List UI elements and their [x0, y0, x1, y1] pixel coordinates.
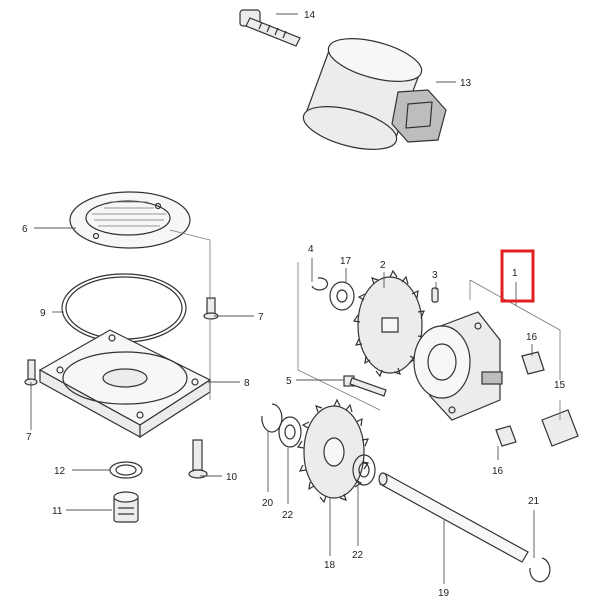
callout-11: 11 — [52, 506, 63, 517]
callout-12: 12 — [54, 466, 66, 477]
thrust-washer — [329, 281, 355, 311]
callout-13: 13 — [460, 78, 472, 89]
callout-7-lower: 7 — [26, 432, 32, 443]
pump-mount-bolt — [343, 375, 387, 397]
stud-bolt — [239, 9, 301, 47]
drain-plug — [113, 491, 139, 523]
leader-lines — [30, 13, 535, 584]
dowel-pin — [431, 287, 439, 303]
callout-19: 19 — [438, 588, 450, 599]
callout-22-left: 22 — [282, 510, 294, 521]
circlip-small — [311, 277, 329, 291]
callout-16-lower: 16 — [492, 466, 504, 477]
highlight-box-part-1 — [500, 249, 535, 303]
callout-4: 4 — [308, 244, 314, 255]
drain-bolt — [188, 439, 208, 479]
callout-6: 6 — [22, 224, 28, 235]
pump-sleeve — [541, 409, 579, 447]
drain-washer — [109, 461, 143, 479]
callout-21: 21 — [528, 496, 540, 507]
oil-filter — [302, 38, 447, 150]
o-ring-seal — [61, 273, 187, 343]
callout-17: 17 — [340, 256, 352, 267]
callout-9: 9 — [40, 308, 46, 319]
callout-1: 1 — [512, 268, 518, 279]
callout-3: 3 — [432, 270, 438, 281]
strainer-screen — [69, 191, 191, 249]
callout-7-upper: 7 — [258, 312, 264, 323]
callout-16-upper: 16 — [526, 332, 538, 343]
circlip-gear — [261, 403, 283, 433]
callout-20: 20 — [262, 498, 274, 509]
callout-15: 15 — [554, 380, 566, 391]
washer-right — [352, 454, 376, 486]
oil-pump-body — [413, 311, 503, 421]
callout-14: 14 — [304, 10, 316, 21]
callout-18: 18 — [324, 560, 336, 571]
strainer-cover-plate — [38, 329, 212, 439]
group-bracket-pump — [297, 262, 381, 411]
bush-upper — [521, 351, 545, 375]
group-bracket-15 — [469, 279, 561, 420]
circlip-shaft — [529, 557, 551, 583]
callout-8: 8 — [244, 378, 250, 389]
callout-2: 2 — [380, 260, 386, 271]
pump-driven-gear — [296, 398, 370, 504]
washer-left — [278, 416, 302, 448]
pump-shaft — [378, 472, 529, 563]
callout-5: 5 — [286, 376, 292, 387]
cover-bolt-lower — [24, 359, 38, 386]
group-bracket-cover — [169, 229, 211, 400]
bush-lower — [495, 425, 517, 447]
callout-22-right: 22 — [352, 550, 364, 561]
callout-10: 10 — [226, 472, 238, 483]
